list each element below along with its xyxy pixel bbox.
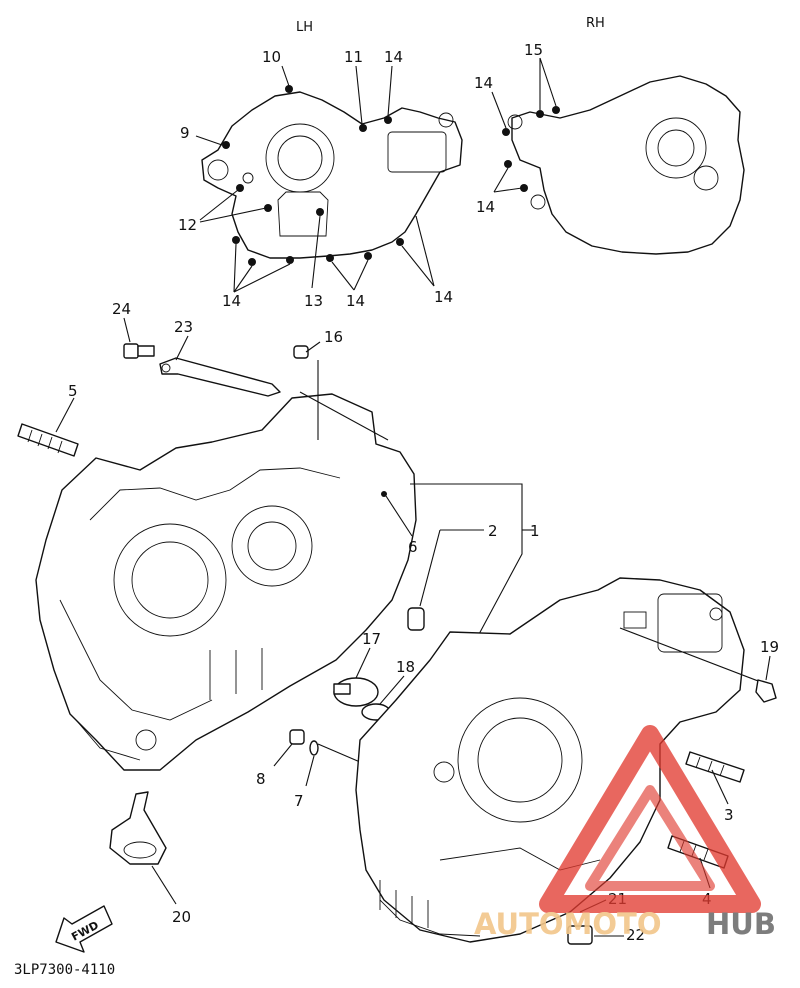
callout-23: 23: [174, 318, 193, 336]
callout-9: 9: [180, 124, 190, 142]
callout-22: 22: [626, 926, 645, 944]
callout-12: 12: [178, 216, 197, 234]
dowel-8: [289, 729, 305, 745]
lh-case-outline: [201, 91, 463, 259]
callout-19: 19: [760, 638, 779, 656]
callout-6: 6: [408, 538, 418, 556]
stud-3: [685, 751, 745, 783]
bracket-line-1: [410, 483, 523, 637]
rh-dowel-dots: [502, 106, 560, 192]
callout-1: 1: [530, 522, 540, 540]
stud-axis-line: [299, 391, 389, 441]
strainer-20: [109, 791, 167, 865]
callout-8: 8: [256, 770, 266, 788]
rh-case-outline: [507, 75, 745, 255]
callout-14-rh-top: 14: [474, 74, 493, 92]
callout-13: 13: [304, 292, 323, 310]
callout-15: 15: [524, 41, 543, 59]
bolt-24: [123, 343, 155, 359]
left-crankcase-half: [35, 393, 417, 771]
watermark-text-automoto: AUTOMOTO: [474, 907, 661, 941]
plate-23: [159, 357, 281, 397]
right-axis-line: [619, 627, 767, 685]
diagram-code: 3LP7300-4110: [14, 962, 115, 978]
rh-leader-lines: [491, 57, 557, 193]
dowel-2: [407, 607, 425, 631]
callout-14-lh-bottom-mid: 14: [346, 292, 365, 310]
plug-17: [333, 677, 379, 707]
callout-3: 3: [724, 806, 734, 824]
stud-5: [17, 423, 79, 457]
callout-14-lh-bottom-right: 14: [434, 288, 453, 306]
clip-19: [755, 679, 777, 703]
callout-20: 20: [172, 908, 191, 926]
oring-7: [309, 740, 319, 756]
watermark-text-hub: HUB: [706, 907, 776, 941]
callout-11: 11: [344, 48, 363, 66]
callout-7: 7: [294, 792, 304, 810]
header-rh: RH: [586, 16, 605, 31]
right-crankcase-half: [355, 577, 745, 943]
callout-16: 16: [324, 328, 343, 346]
watermark-logo: AUTOMOTO HUB: [474, 725, 776, 941]
callout-14-top-lh: 14: [384, 48, 403, 66]
callout-18: 18: [396, 658, 415, 676]
callout-17: 17: [362, 630, 381, 648]
plate-22: [567, 925, 593, 945]
lh-dowel-dots: [222, 85, 404, 266]
fwd-arrow-icon: FWD: [55, 905, 113, 953]
callout-24: 24: [112, 300, 131, 318]
header-lh: LH: [296, 20, 313, 35]
callout-5: 5: [68, 382, 78, 400]
callout-10: 10: [262, 48, 281, 66]
callout-14-rh-bottom: 14: [476, 198, 495, 216]
lh-leader-lines: [195, 65, 435, 293]
nut-16: [293, 345, 309, 359]
callout-2: 2: [488, 522, 498, 540]
callout-14-lh-bottom-left: 14: [222, 292, 241, 310]
